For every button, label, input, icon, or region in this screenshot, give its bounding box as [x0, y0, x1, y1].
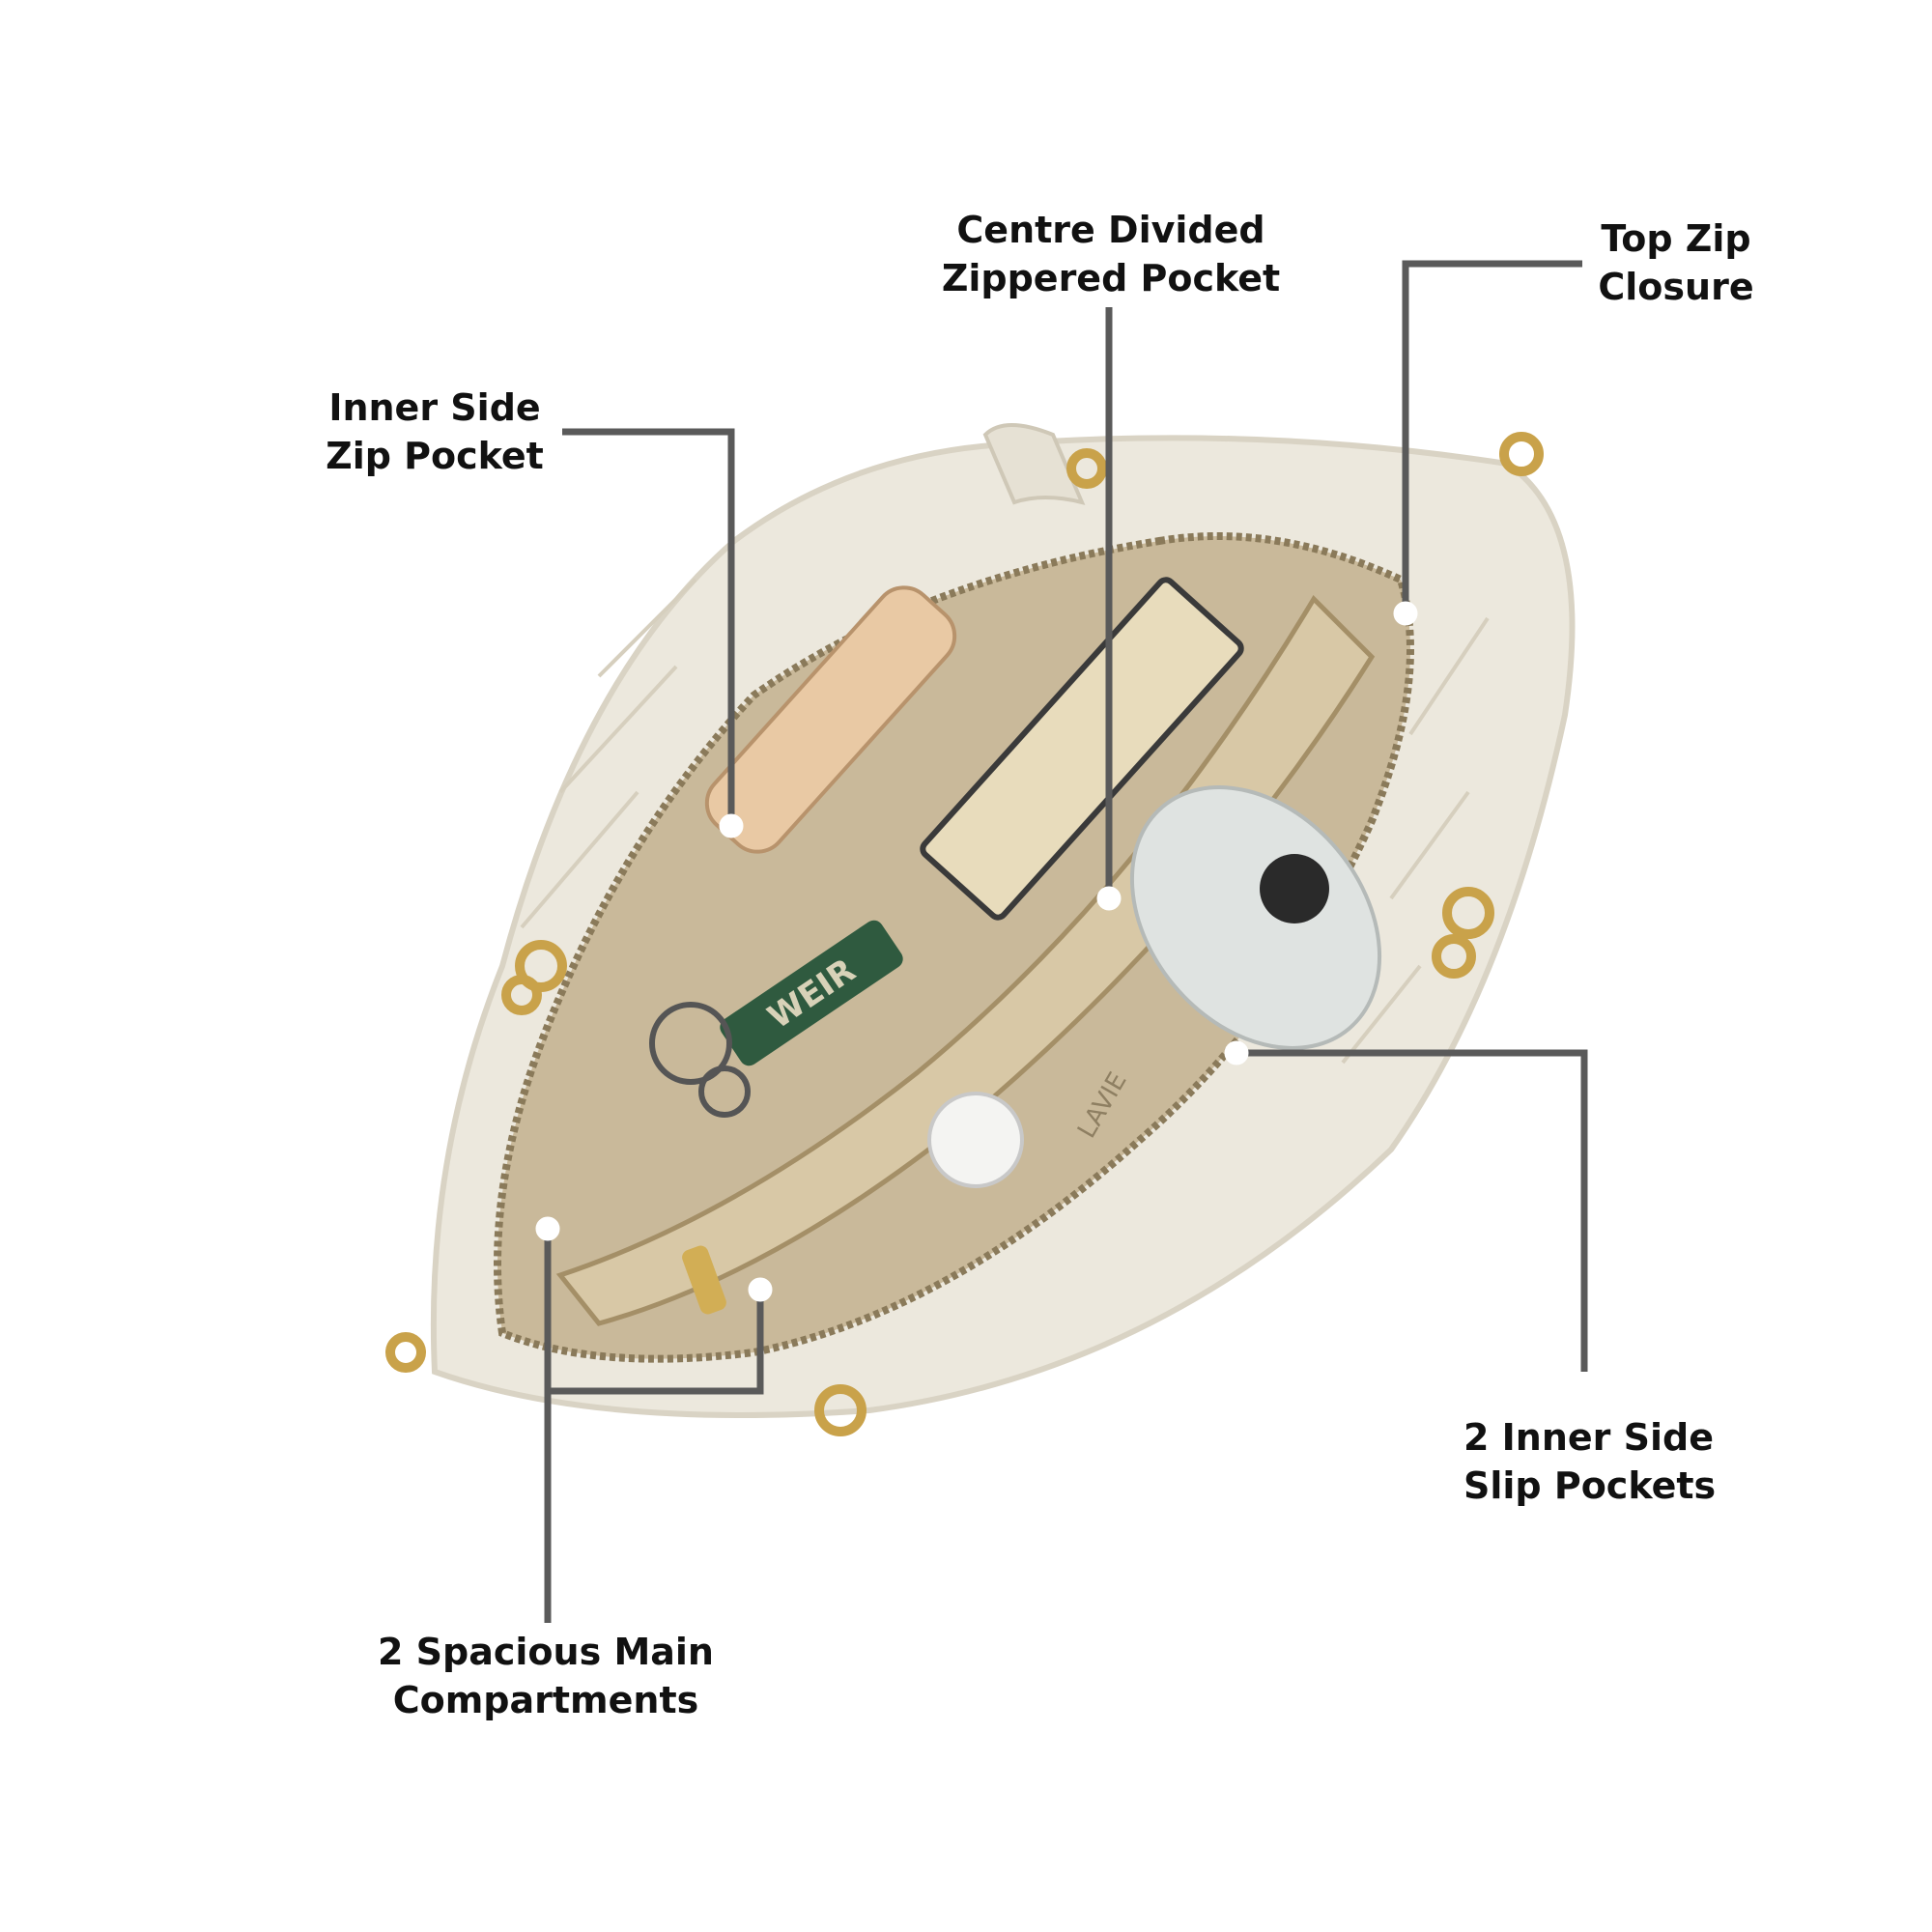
bag-handle: [982, 423, 1086, 505]
marker-main-left: [535, 1216, 560, 1241]
label-main-compartments-line2: Compartments: [392, 1679, 699, 1721]
leader-slip-pockets: [1236, 1049, 1588, 1372]
bag-interior-lining: [494, 532, 1414, 1363]
label-inner-side-zip-line1: Inner Side: [328, 386, 541, 429]
marker-main-right: [748, 1277, 773, 1302]
marker-centre-pocket: [1096, 886, 1122, 911]
keychain-tag: [720, 920, 903, 1066]
label-inner-side-zip: Inner Side Zip Pocket: [319, 384, 551, 480]
label-slip-pockets-line2: Slip Pockets: [1463, 1464, 1717, 1507]
leader-top-zip: [1402, 260, 1582, 613]
label-slip-pockets: 2 Inner Side Slip Pockets: [1463, 1413, 1753, 1510]
label-inner-side-zip-line2: Zip Pocket: [326, 435, 544, 477]
zip-puller: [682, 1245, 726, 1315]
marker-slip-pockets: [1224, 1040, 1249, 1065]
notebook: [920, 577, 1244, 921]
label-centre-pocket-line2: Zippered Pocket: [941, 257, 1281, 299]
label-centre-pocket: Centre Divided Zippered Pocket: [927, 206, 1294, 302]
key-rings: [649, 1002, 751, 1118]
label-centre-pocket-line1: Centre Divided: [956, 209, 1265, 251]
glass-bottle: [1129, 785, 1382, 1050]
round-tin: [927, 1092, 1024, 1188]
label-main-compartments: 2 Spacious Main Compartments: [367, 1628, 724, 1724]
label-top-zip-line1: Top Zip: [1601, 217, 1751, 260]
bottle-cap: [1260, 854, 1329, 923]
label-slip-pockets-line1: 2 Inner Side: [1463, 1416, 1715, 1459]
label-top-zip: Top Zip Closure: [1584, 214, 1768, 311]
label-main-compartments-line1: 2 Spacious Main: [378, 1631, 714, 1673]
marker-inner-side-zip: [719, 813, 744, 838]
gold-hardware: [385, 432, 1544, 1436]
marker-top-zip: [1393, 601, 1418, 626]
leader-main-right: [548, 1290, 764, 1395]
label-top-zip-line2: Closure: [1598, 266, 1754, 308]
leader-inner-side-zip: [562, 428, 735, 826]
